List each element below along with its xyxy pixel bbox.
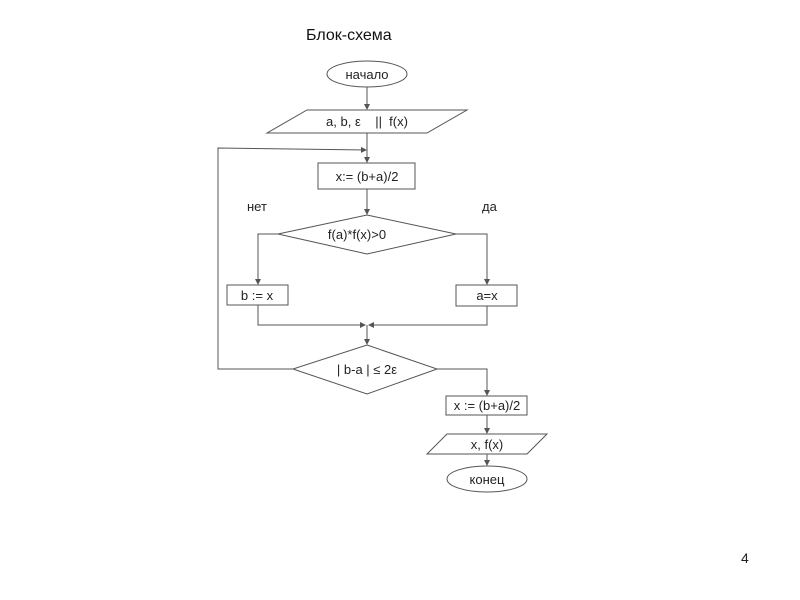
diagram-title: Блок-схема: [306, 27, 392, 44]
connector-b-merge: [257, 305, 366, 328]
connector-loop-back: [217, 146, 367, 370]
connector-a-merge: [368, 306, 488, 328]
condition1-label: f(a)*f(x)>0: [328, 227, 386, 242]
assign-b-box: [226, 284, 289, 306]
branch-label-no: нет: [247, 199, 267, 214]
start-terminal: [326, 60, 408, 88]
input-label: a, b, ε || f(x): [326, 114, 408, 129]
output-parallelogram: [425, 433, 549, 455]
compute-x-final-box: [445, 395, 528, 416]
compute-x-box: [317, 162, 416, 190]
page-number: 4: [741, 550, 749, 566]
compute-x-final-label: x := (b+a)/2: [454, 398, 520, 413]
assign-a-box: [455, 284, 518, 307]
assign-b-label: b := x: [241, 288, 274, 303]
connector-cond1-yes: [456, 233, 490, 285]
condition2-label: | b-a | ≤ 2ε: [337, 362, 397, 377]
condition2-diamond: [291, 344, 439, 395]
end-terminal: [446, 465, 528, 493]
assign-a-label: a=x: [476, 288, 498, 303]
branch-label-yes: да: [482, 199, 497, 214]
input-parallelogram: [265, 109, 469, 134]
end-label: конец: [470, 472, 505, 487]
connector-cond2-yes: [437, 368, 490, 396]
output-label: x, f(x): [471, 437, 504, 452]
connector-cond1-no: [255, 233, 278, 285]
condition1-diamond: [277, 214, 457, 255]
compute-x-label: x:= (b+a)/2: [336, 169, 399, 184]
start-label: начало: [345, 67, 388, 82]
